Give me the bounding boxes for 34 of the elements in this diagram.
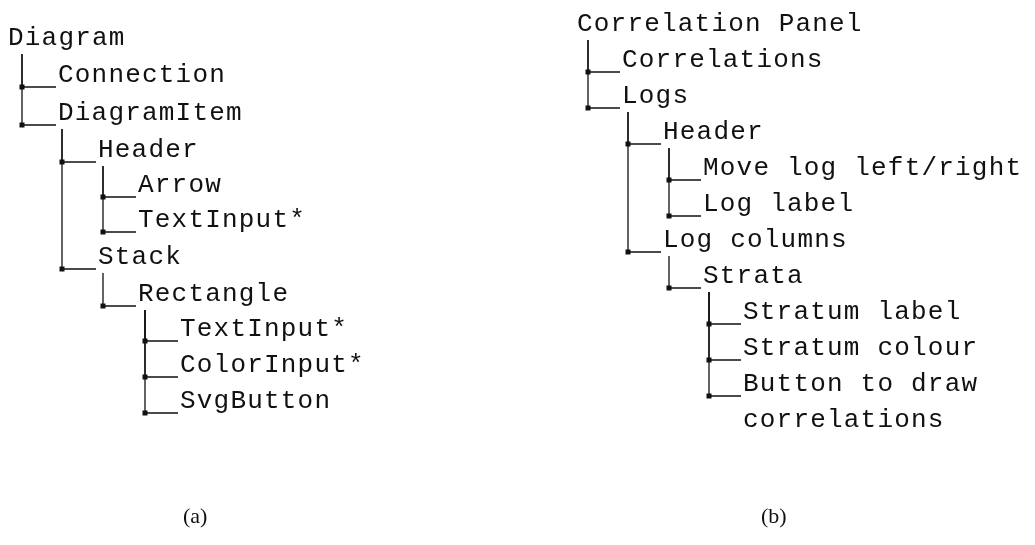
tree-connector <box>59 128 97 272</box>
tree-item-label: Header <box>98 132 199 168</box>
tree-connector <box>625 111 662 255</box>
tree-connector <box>142 309 179 416</box>
tree-item-label: Button to draw correlations <box>743 366 993 438</box>
tree-connector <box>706 291 742 399</box>
tree-item-label: Arrow <box>138 167 222 203</box>
subfigure-caption: (b) <box>761 503 787 529</box>
tree-item-label: Rectangle <box>138 276 290 312</box>
tree-item-label: SvgButton <box>180 383 332 419</box>
tree-item-label: TextInput* <box>180 311 349 347</box>
tree-item-label: ColorInput* <box>180 347 365 383</box>
tree-connector <box>585 39 621 111</box>
tree-item-label: Diagram <box>8 20 126 56</box>
tree-item-label: Strata <box>703 258 804 294</box>
tree-connector <box>100 272 137 309</box>
tree-item-label: Stratum colour <box>743 330 979 366</box>
tree-connector <box>19 53 57 128</box>
tree-item-label: Stratum label <box>743 294 962 330</box>
tree-item-label: Connection <box>58 57 227 93</box>
tree-item-label: Stack <box>98 239 182 275</box>
subfigure-caption: (a) <box>183 503 208 529</box>
tree-connector <box>666 255 702 291</box>
tree-item-label: Logs <box>622 78 690 114</box>
tree-item-label: Move log left/right <box>703 150 1023 186</box>
tree-item-label: Header <box>663 114 764 150</box>
tree-item-label: TextInput* <box>138 202 307 238</box>
tree-item-label: Log label <box>703 186 855 222</box>
tree-item-label: Correlation Panel <box>577 6 863 42</box>
tree-connector <box>666 147 702 219</box>
tree-item-label: DiagramItem <box>58 95 243 131</box>
tree-item-label: Correlations <box>622 42 824 78</box>
tree-item-label: Log columns <box>663 222 848 258</box>
tree-connector <box>100 165 137 235</box>
